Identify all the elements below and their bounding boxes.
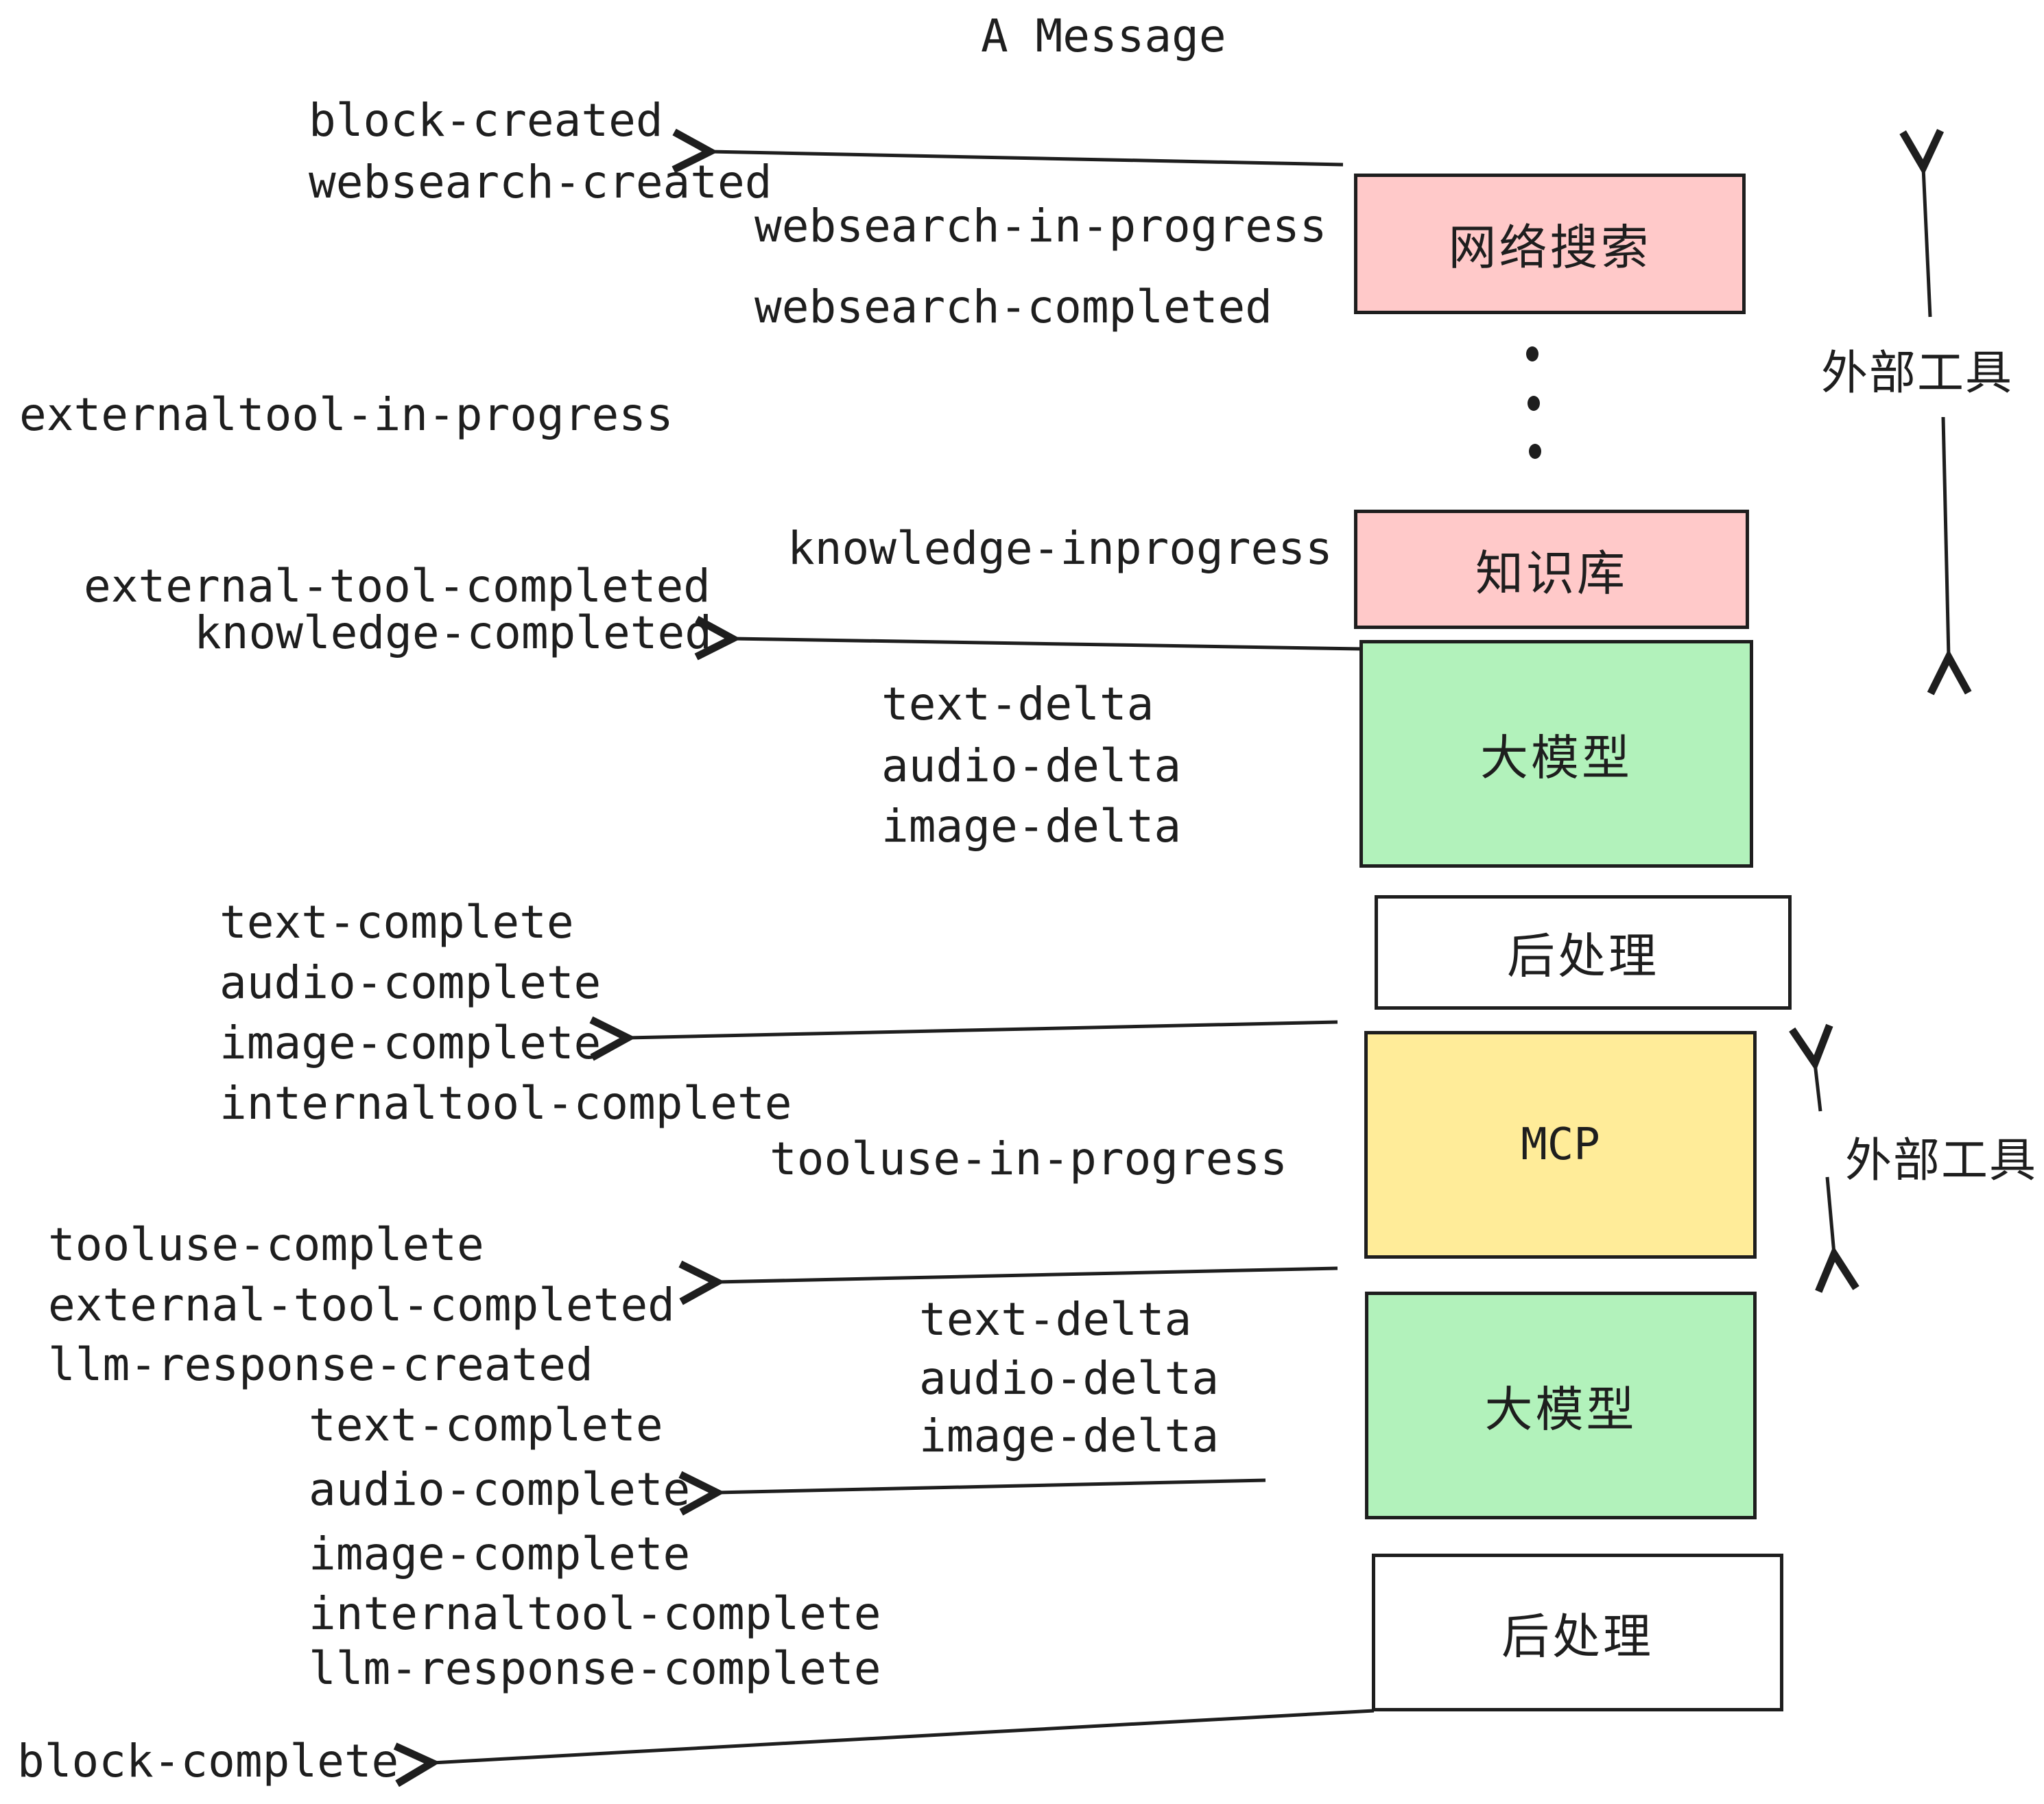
event-label-block-created: block-created: [309, 94, 663, 147]
event-label-knowledge-completed: knowledge-completed: [194, 606, 712, 659]
event-label-image-delta-1: image-delta: [881, 800, 1182, 853]
event-label-external-tool-completed-2: external-tool-completed: [48, 1279, 675, 1331]
box-websearch-label: 网络搜索: [1448, 219, 1652, 276]
event-label-tooluse-complete: tooluse-complete: [48, 1218, 484, 1271]
event-label-llm-response-complete: llm-response-complete: [309, 1642, 881, 1695]
event-label-image-complete-1: image-complete: [219, 1017, 602, 1069]
event-label-audio-complete-2: audio-complete: [309, 1463, 691, 1516]
event-label-websearch-created: websearch-created: [309, 156, 772, 209]
box-knowledge: 知识库: [1354, 510, 1749, 629]
event-label-tooluse-in-progress: tooluse-in-progress: [770, 1132, 1287, 1185]
event-label-knowledge-inprogress: knowledge-inprogress: [787, 522, 1333, 575]
event-label-llm-response-created: llm-response-created: [48, 1338, 593, 1391]
event-label-internaltool-complete-1: internaltool-complete: [219, 1077, 792, 1130]
box-postprocess-2-label: 后处理: [1501, 1608, 1654, 1665]
diagram-title: A Message: [981, 10, 1226, 62]
arrow-post1-to-complete-icon: [589, 1016, 1338, 1061]
event-label-websearch-in-progress: websearch-in-progress: [754, 200, 1327, 252]
external-tools-up-arrow-icon: [1899, 128, 1945, 318]
box-websearch: 网络搜索: [1354, 174, 1746, 314]
event-label-text-delta-2: text-delta: [919, 1293, 1192, 1346]
box-postprocess-1: 后处理: [1375, 895, 1792, 1010]
mcp-external-up-arrow-icon: [1789, 1023, 1833, 1112]
box-mcp: MCP: [1364, 1031, 1757, 1259]
event-label-externaltool-in-progress: externaltool-in-progress: [19, 388, 674, 441]
event-label-audio-complete-1: audio-complete: [219, 956, 602, 1009]
box-mcp-label: MCP: [1521, 1119, 1600, 1170]
arrow-mcp-to-tooluse-complete-icon: [678, 1260, 1338, 1305]
event-label-internaltool-complete-2: internaltool-complete: [309, 1587, 881, 1640]
event-label-text-complete-1: text-complete: [219, 896, 574, 949]
event-label-external-tool-completed-1: external-tool-completed: [84, 560, 711, 613]
external-tools-down-arrow-icon: [1927, 416, 1972, 696]
box-llm-2: 大模型: [1365, 1292, 1757, 1519]
event-label-audio-delta-2: audio-delta: [919, 1352, 1220, 1405]
arrow-post2-to-block-complete-icon: [393, 1709, 1375, 1788]
event-label-image-complete-2: image-complete: [309, 1528, 691, 1580]
arrow-websearch-to-created-icon: [672, 128, 1344, 174]
event-label-text-complete-2: text-complete: [309, 1399, 663, 1451]
box-llm-1: 大模型: [1359, 640, 1753, 868]
event-label-text-delta-1: text-delta: [881, 678, 1154, 731]
box-postprocess-1-label: 后处理: [1507, 928, 1659, 984]
event-label-block-complete: block-complete: [17, 1735, 399, 1788]
event-label-image-delta-2: image-delta: [919, 1410, 1220, 1462]
box-knowledge-label: 知识库: [1475, 545, 1628, 602]
arrow-knowledge-to-completed-icon: [694, 615, 1362, 661]
external-tools-label-top: 外部工具: [1821, 346, 2014, 401]
box-postprocess-2: 后处理: [1372, 1554, 1783, 1711]
event-label-audio-delta-1: audio-delta: [881, 739, 1182, 792]
box-llm-1-label: 大模型: [1480, 729, 1632, 786]
ellipsis-dots-icon: [1526, 346, 1541, 459]
mcp-external-down-arrow-icon: [1815, 1176, 1859, 1293]
box-llm-2-label: 大模型: [1484, 1381, 1637, 1438]
arrow-llm2-to-audio-complete-icon: [678, 1471, 1266, 1516]
external-tools-label-mcp: 外部工具: [1845, 1134, 2038, 1188]
event-label-websearch-completed: websearch-completed: [754, 281, 1272, 333]
